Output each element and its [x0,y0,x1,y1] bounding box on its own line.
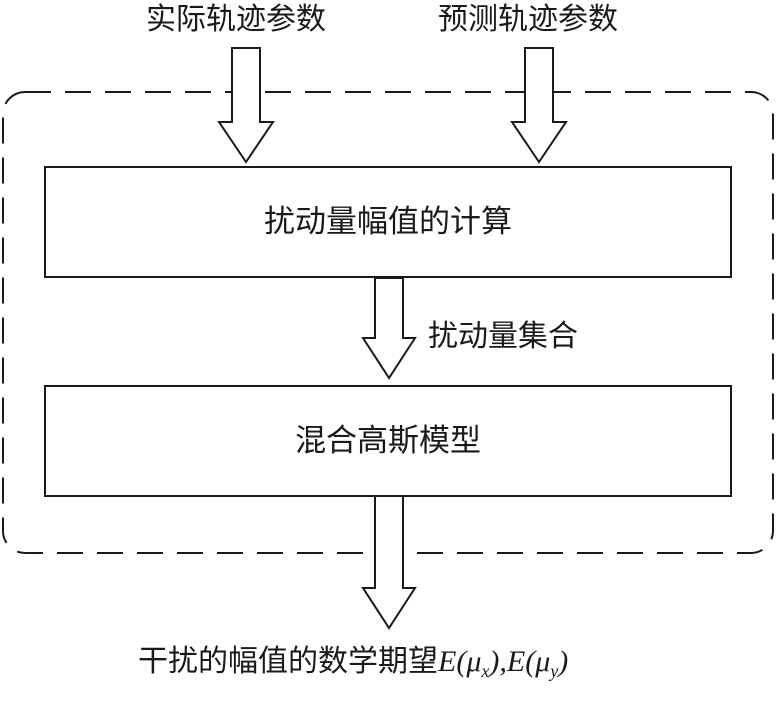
gmm-label: 混合高斯模型 [295,422,481,459]
input-label-actual: 实际轨迹参数 [146,2,326,37]
disturbance-calc-box: 扰动量幅值的计算 [44,166,732,278]
disturbance-calc-label: 扰动量幅值的计算 [264,203,512,240]
input-label-predicted: 预测轨迹参数 [438,2,618,37]
output-label-prefix: 干扰的幅值的数学期望 [138,644,438,679]
arrow-predicted-to-calc [510,47,568,164]
arrow-calc-to-gmm [361,277,417,380]
expectation-y: E(μy) [506,645,569,681]
edge-label-disturbance-set: 扰动量集合 [428,319,578,354]
expectation-x: E(μx), [438,645,507,681]
output-label: 干扰的幅值的数学期望E(μx),E(μy) [138,644,569,681]
arrow-gmm-to-output [361,495,417,630]
arrow-actual-to-calc [217,47,275,164]
gmm-box: 混合高斯模型 [44,385,732,497]
